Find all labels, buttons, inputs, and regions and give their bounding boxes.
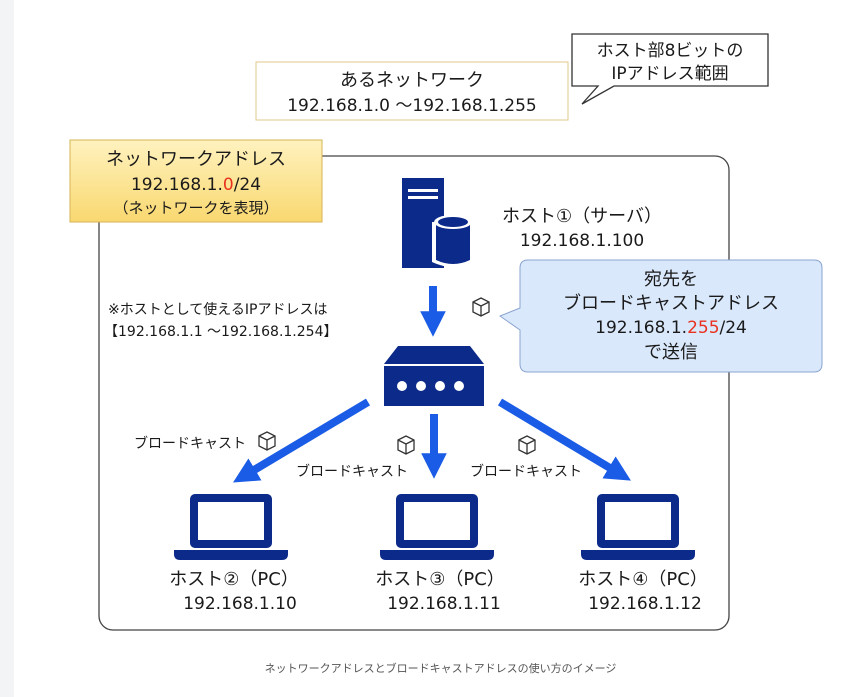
broadcast-address: 192.168.1.255/24 xyxy=(595,318,747,338)
network-address-value: 192.168.1.0/24 xyxy=(131,175,261,195)
network-range-box: あるネットワーク 192.168.1.0 ～192.168.1.255 xyxy=(255,61,569,121)
network-address-note: （ネットワークを表現） xyxy=(113,199,278,217)
broadcast-label: ブロードキャスト xyxy=(296,463,408,480)
pc3-label: ホスト③（PC） xyxy=(375,569,505,590)
network-address-box: ネットワークアドレス 192.168.1.0/24 （ネットワークを表現） xyxy=(69,139,323,223)
switch-icon xyxy=(384,346,484,406)
broadcast-line4: で送信 xyxy=(644,342,698,363)
host-bits-line1: ホスト部8ビットの xyxy=(597,41,744,61)
network-address-title: ネットワークアドレス xyxy=(106,149,286,170)
broadcast-line2: ブロードキャストアドレス xyxy=(563,292,779,314)
server-label: ホスト①（サーバ） xyxy=(502,206,662,227)
pc3-ip: 192.168.1.11 xyxy=(387,594,501,614)
pc2-ip: 192.168.1.10 xyxy=(183,594,297,614)
usable-note-line1: ※ホストとして使えるIPアドレスは xyxy=(108,301,327,318)
server-icon xyxy=(402,178,474,268)
packet-icon xyxy=(258,431,276,451)
packet-icon xyxy=(397,435,415,455)
arrow-switch-to-pc4 xyxy=(497,398,631,481)
packet-icon xyxy=(518,435,536,455)
broadcast-callout: 宛先を ブロードキャストアドレス 192.168.1.255/24 で送信 xyxy=(498,259,823,373)
broadcast-line1: 宛先を xyxy=(644,269,698,290)
host-bits-callout: ホスト部8ビットの IPアドレス範囲 xyxy=(571,33,769,105)
broadcast-label: ブロードキャスト xyxy=(134,435,246,452)
network-title: あるネットワーク xyxy=(340,70,484,91)
broadcast-label: ブロードキャスト xyxy=(470,463,582,480)
pc2-label: ホスト②（PC） xyxy=(169,569,299,590)
pc4-ip: 192.168.1.12 xyxy=(588,594,702,614)
server-ip: 192.168.1.100 xyxy=(520,231,644,251)
figure-caption: ネットワークアドレスとブロードキャストアドレスの使い方のイメージ xyxy=(264,662,617,675)
laptop-icon xyxy=(581,494,695,560)
pc4-label: ホスト④（PC） xyxy=(578,569,708,590)
packet-icon xyxy=(472,297,490,317)
laptop-icon xyxy=(380,494,494,560)
host-bits-line2: IPアドレス範囲 xyxy=(611,64,728,84)
arrow-switch-to-pc2 xyxy=(233,398,371,483)
network-range: 192.168.1.0 ～192.168.1.255 xyxy=(287,96,537,116)
usable-note-line2: 【192.168.1.1 ～192.168.1.254】 xyxy=(104,324,337,340)
laptop-icon xyxy=(174,494,288,560)
